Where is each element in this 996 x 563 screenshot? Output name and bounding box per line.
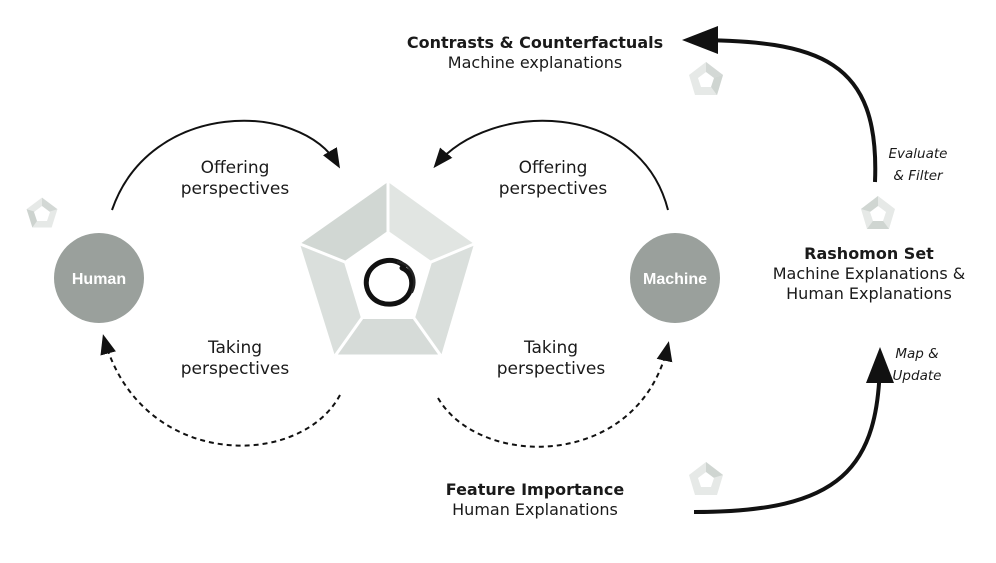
left-offering-arrow bbox=[111, 119, 341, 211]
feature-importance-label: Feature Importance Human Explanations bbox=[430, 480, 640, 520]
right-offering-line1: Offering bbox=[518, 158, 588, 178]
pentagon-icon bbox=[689, 62, 723, 95]
contrasts-label: Contrasts & Counterfactuals Machine expl… bbox=[400, 33, 670, 73]
map-line2: Update bbox=[892, 367, 942, 384]
rashomon-line2: Human Explanations bbox=[786, 284, 952, 303]
left-taking-line1: Taking bbox=[207, 338, 263, 358]
rashomon-label: Rashomon Set Machine Explanations & Huma… bbox=[764, 244, 974, 304]
human-node: Human bbox=[54, 233, 144, 323]
machine-node-label: Machine bbox=[643, 271, 707, 288]
right-offering-line2: perspectives bbox=[498, 179, 608, 200]
enso-icon bbox=[363, 257, 416, 307]
map-update-arrow bbox=[693, 347, 894, 514]
right-taking-arrow bbox=[437, 341, 673, 448]
feature-importance-subtitle: Human Explanations bbox=[452, 500, 618, 519]
central-pentagon-icon bbox=[298, 180, 476, 358]
evaluate-filter-arrow bbox=[682, 26, 878, 183]
right-taking-line2: perspectives bbox=[496, 359, 606, 380]
left-taking-arrow bbox=[100, 334, 341, 447]
left-offering-line2: perspectives bbox=[180, 179, 290, 200]
left-taking-label: Taking perspectives bbox=[160, 338, 310, 381]
pentagon-icon bbox=[25, 196, 59, 229]
evaluate-line2: & Filter bbox=[893, 167, 943, 184]
pentagon-icon bbox=[689, 462, 723, 495]
left-taking-line2: perspectives bbox=[180, 359, 290, 380]
rashomon-title: Rashomon Set bbox=[804, 244, 934, 263]
contrasts-subtitle: Machine explanations bbox=[447, 53, 623, 72]
pentagon-icon bbox=[861, 196, 895, 229]
left-offering-line1: Offering bbox=[200, 158, 270, 178]
rashomon-line1: Machine Explanations & bbox=[772, 264, 966, 283]
map-update-label: Map & Update bbox=[882, 344, 952, 387]
right-offering-arrow bbox=[433, 119, 669, 211]
map-line1: Map & bbox=[895, 346, 939, 362]
evaluate-filter-label: Evaluate & Filter bbox=[878, 144, 958, 187]
evaluate-line1: Evaluate bbox=[888, 146, 948, 162]
feature-importance-title: Feature Importance bbox=[445, 480, 625, 499]
right-offering-label: Offering perspectives bbox=[478, 158, 628, 201]
left-offering-label: Offering perspectives bbox=[160, 158, 310, 201]
right-taking-line1: Taking bbox=[523, 338, 579, 358]
right-taking-label: Taking perspectives bbox=[476, 338, 626, 381]
machine-node: Machine bbox=[630, 233, 720, 323]
contrasts-title: Contrasts & Counterfactuals bbox=[406, 33, 664, 52]
human-node-label: Human bbox=[72, 271, 126, 288]
